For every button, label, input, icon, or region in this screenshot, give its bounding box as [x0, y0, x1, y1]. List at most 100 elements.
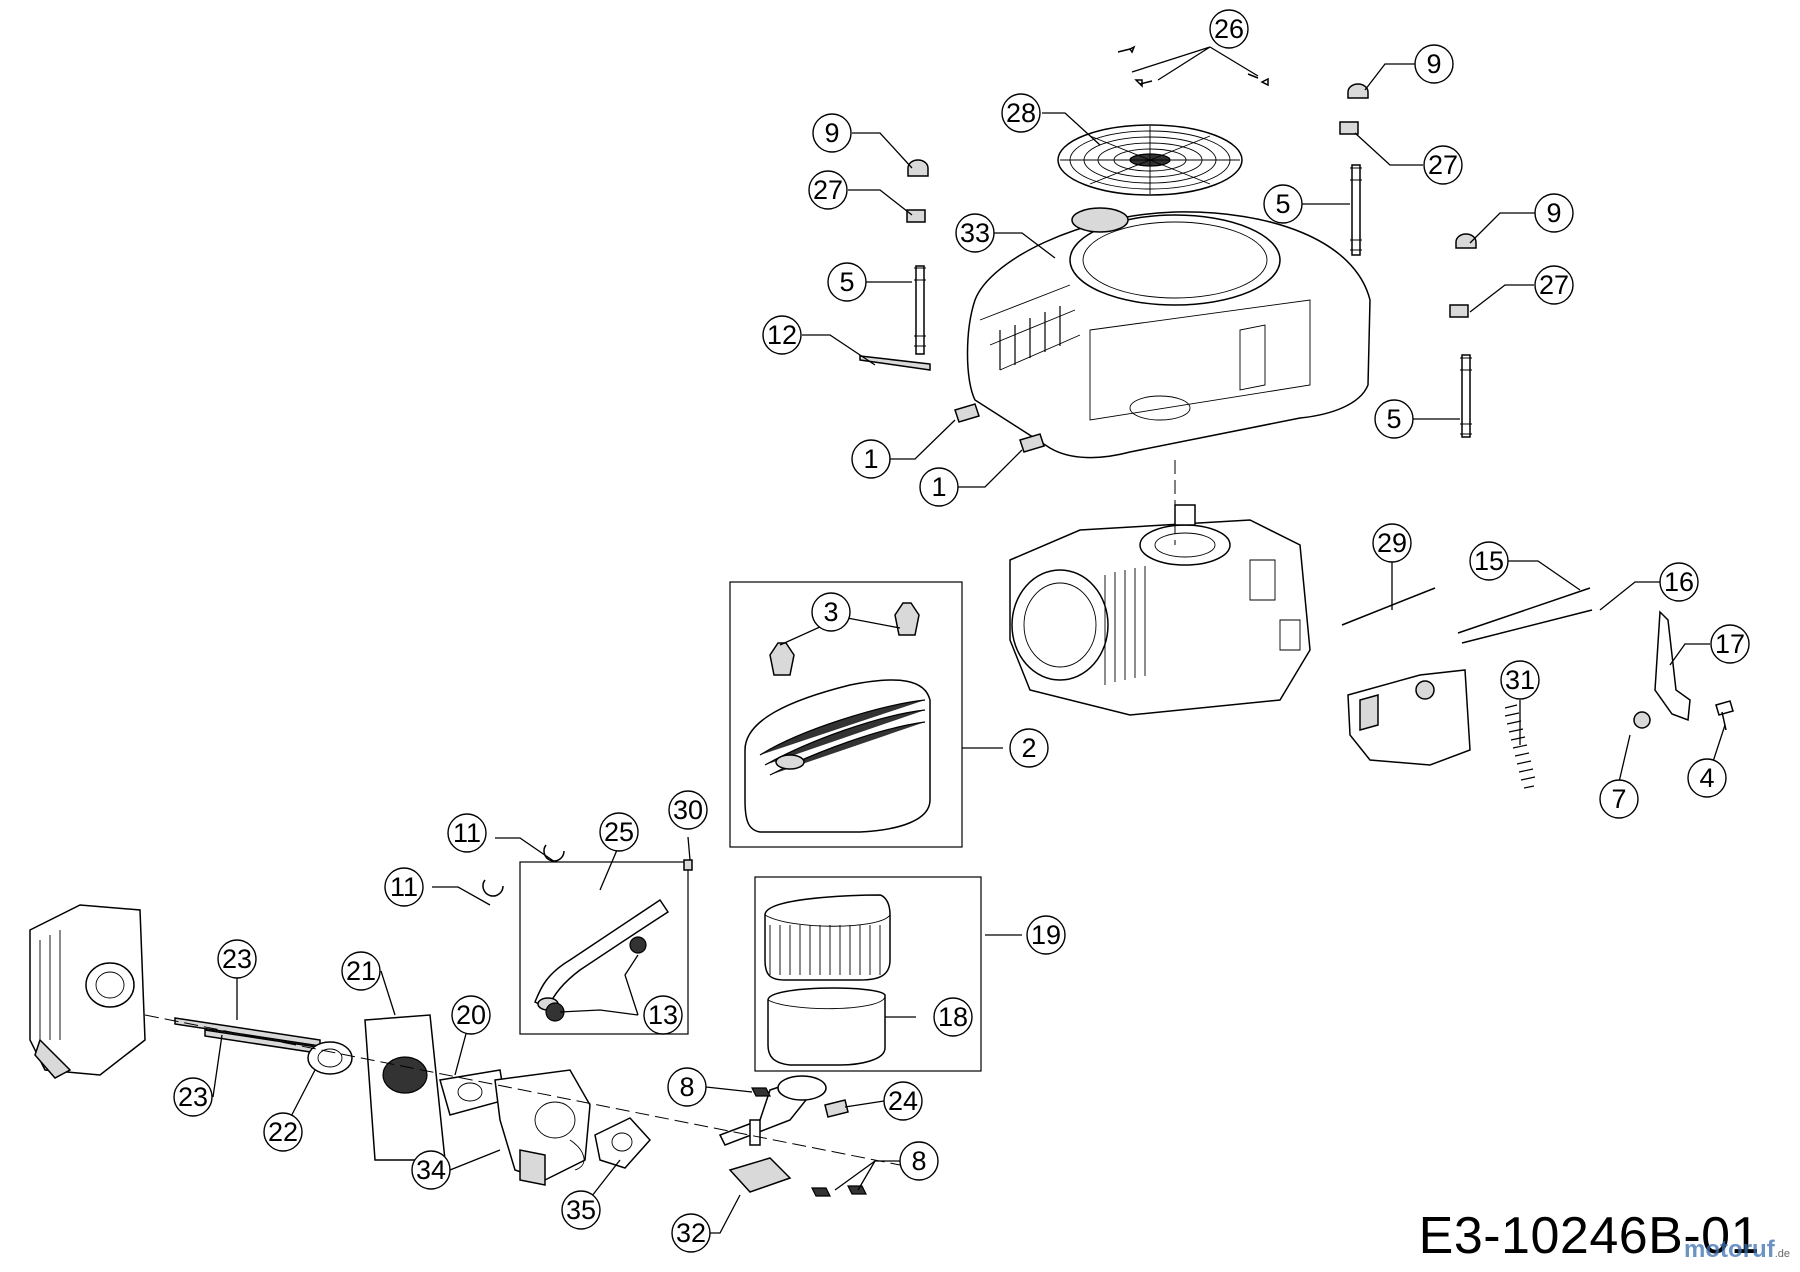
callout-12: 12: [762, 315, 802, 355]
watermark-tld: .de: [1774, 1248, 1790, 1260]
group-box-air-filter: [754, 876, 982, 1072]
part-1-plugs: [954, 403, 1045, 453]
callout-22: 22: [263, 1112, 303, 1152]
callout-20: 20: [451, 995, 491, 1035]
callout-8: 8: [899, 1141, 939, 1181]
part-18-pre-filter: [767, 987, 886, 1066]
callout-label: 15: [1474, 546, 1504, 576]
part-hardware-left: [859, 159, 931, 371]
callout-5: 5: [1374, 399, 1414, 439]
watermark-name: motoruf: [1684, 1236, 1775, 1263]
callout-label: 33: [960, 218, 990, 248]
part-governor-parts: [1504, 610, 1734, 789]
callout-label: 27: [813, 175, 843, 205]
part-19-air-filter: [764, 894, 891, 981]
part-20-gasket: [439, 1069, 506, 1116]
part-rods: [1341, 587, 1593, 644]
callout-label: 9: [824, 118, 839, 148]
callout-label: 17: [1715, 629, 1745, 659]
callout-label: 21: [346, 956, 376, 986]
part-cylinder-head: [29, 904, 146, 1079]
part-3-retainers: [769, 602, 920, 676]
callout-label: 34: [416, 1155, 446, 1185]
callout-9: 9: [1534, 193, 1574, 233]
callout-23: 23: [217, 939, 257, 979]
group-box-air-cleaner-cover: [729, 581, 963, 848]
callout-27: 27: [808, 170, 848, 210]
callout-label: 24: [888, 1086, 918, 1116]
part-24-fitting: [824, 1099, 849, 1118]
callout-32: 32: [671, 1213, 711, 1253]
callout-label: 26: [1214, 14, 1244, 44]
callout-label: 22: [268, 1117, 298, 1147]
callout-5: 5: [1263, 184, 1303, 224]
callout-31: 31: [1500, 660, 1540, 700]
part-34-carburetor: [494, 1069, 591, 1186]
callout-label: 19: [1031, 920, 1061, 950]
part-2-air-cleaner-cover: [744, 679, 931, 833]
callout-label: 11: [390, 872, 418, 902]
part-21-insulator: [364, 1014, 446, 1161]
part-8-nuts: [751, 1087, 867, 1197]
part-hardware-right: [1339, 83, 1477, 438]
callout-11: 11: [447, 813, 487, 853]
callout-label: 12: [767, 320, 797, 350]
callout-35: 35: [561, 1190, 601, 1230]
callout-18: 18: [933, 997, 973, 1037]
callout-7: 7: [1599, 779, 1639, 819]
group-box-breather-tube: [519, 861, 689, 1035]
callout-24: 24: [883, 1081, 923, 1121]
callout-28: 28: [1001, 93, 1041, 133]
callout-33: 33: [955, 213, 995, 253]
callout-30: 30: [668, 790, 708, 830]
callout-29: 29: [1372, 523, 1412, 563]
callout-label: 4: [1699, 763, 1714, 793]
callout-9: 9: [812, 113, 852, 153]
callout-label: 7: [1611, 784, 1626, 814]
callout-2: 2: [1009, 728, 1049, 768]
callout-25: 25: [599, 812, 639, 852]
callout-11: 11: [384, 867, 424, 907]
part-33-blower-housing: [966, 207, 1371, 459]
callout-1: 1: [851, 439, 891, 479]
callout-13: 13: [643, 995, 683, 1035]
callout-27: 27: [1534, 265, 1574, 305]
callout-label: 16: [1664, 567, 1694, 597]
callout-label: 31: [1505, 665, 1535, 695]
callout-label: 5: [1386, 404, 1401, 434]
callout-5: 5: [827, 262, 867, 302]
callout-label: 9: [1426, 49, 1441, 79]
callout-label: 11: [453, 818, 481, 848]
callout-label: 1: [931, 472, 946, 502]
callout-26: 26: [1209, 9, 1249, 49]
callout-label: 18: [938, 1002, 968, 1032]
callout-label: 1: [863, 444, 878, 474]
callout-label: 35: [566, 1195, 596, 1225]
callout-label: 27: [1539, 270, 1569, 300]
callout-4: 4: [1687, 758, 1727, 798]
callout-8: 8: [667, 1067, 707, 1107]
callout-23: 23: [173, 1077, 213, 1117]
part-28-blower-grille: [1057, 124, 1243, 196]
part-35-gasket: [594, 1117, 652, 1169]
part-11-30-clamps: [482, 844, 693, 897]
callout-3: 3: [811, 592, 851, 632]
callout-label: 8: [911, 1146, 926, 1176]
callout-label: 32: [676, 1218, 706, 1248]
part-governor-bracket: [1347, 669, 1471, 766]
callout-9: 9: [1414, 44, 1454, 84]
callout-label: 20: [456, 1000, 486, 1030]
part-22-gasket: [307, 1041, 353, 1075]
callout-16: 16: [1659, 562, 1699, 602]
callout-label: 5: [839, 267, 854, 297]
callout-label: 8: [679, 1072, 694, 1102]
callout-label: 23: [222, 944, 252, 974]
callout-17: 17: [1710, 624, 1750, 664]
watermark-logo: motoruf.de: [1684, 1236, 1790, 1264]
part-engine-block: [1009, 504, 1311, 716]
callout-label: 25: [604, 817, 634, 847]
callout-label: 28: [1006, 98, 1036, 128]
assembly-axis-line: [144, 1014, 901, 1166]
drawing-code: E3-10246B-01: [1418, 1207, 1760, 1265]
